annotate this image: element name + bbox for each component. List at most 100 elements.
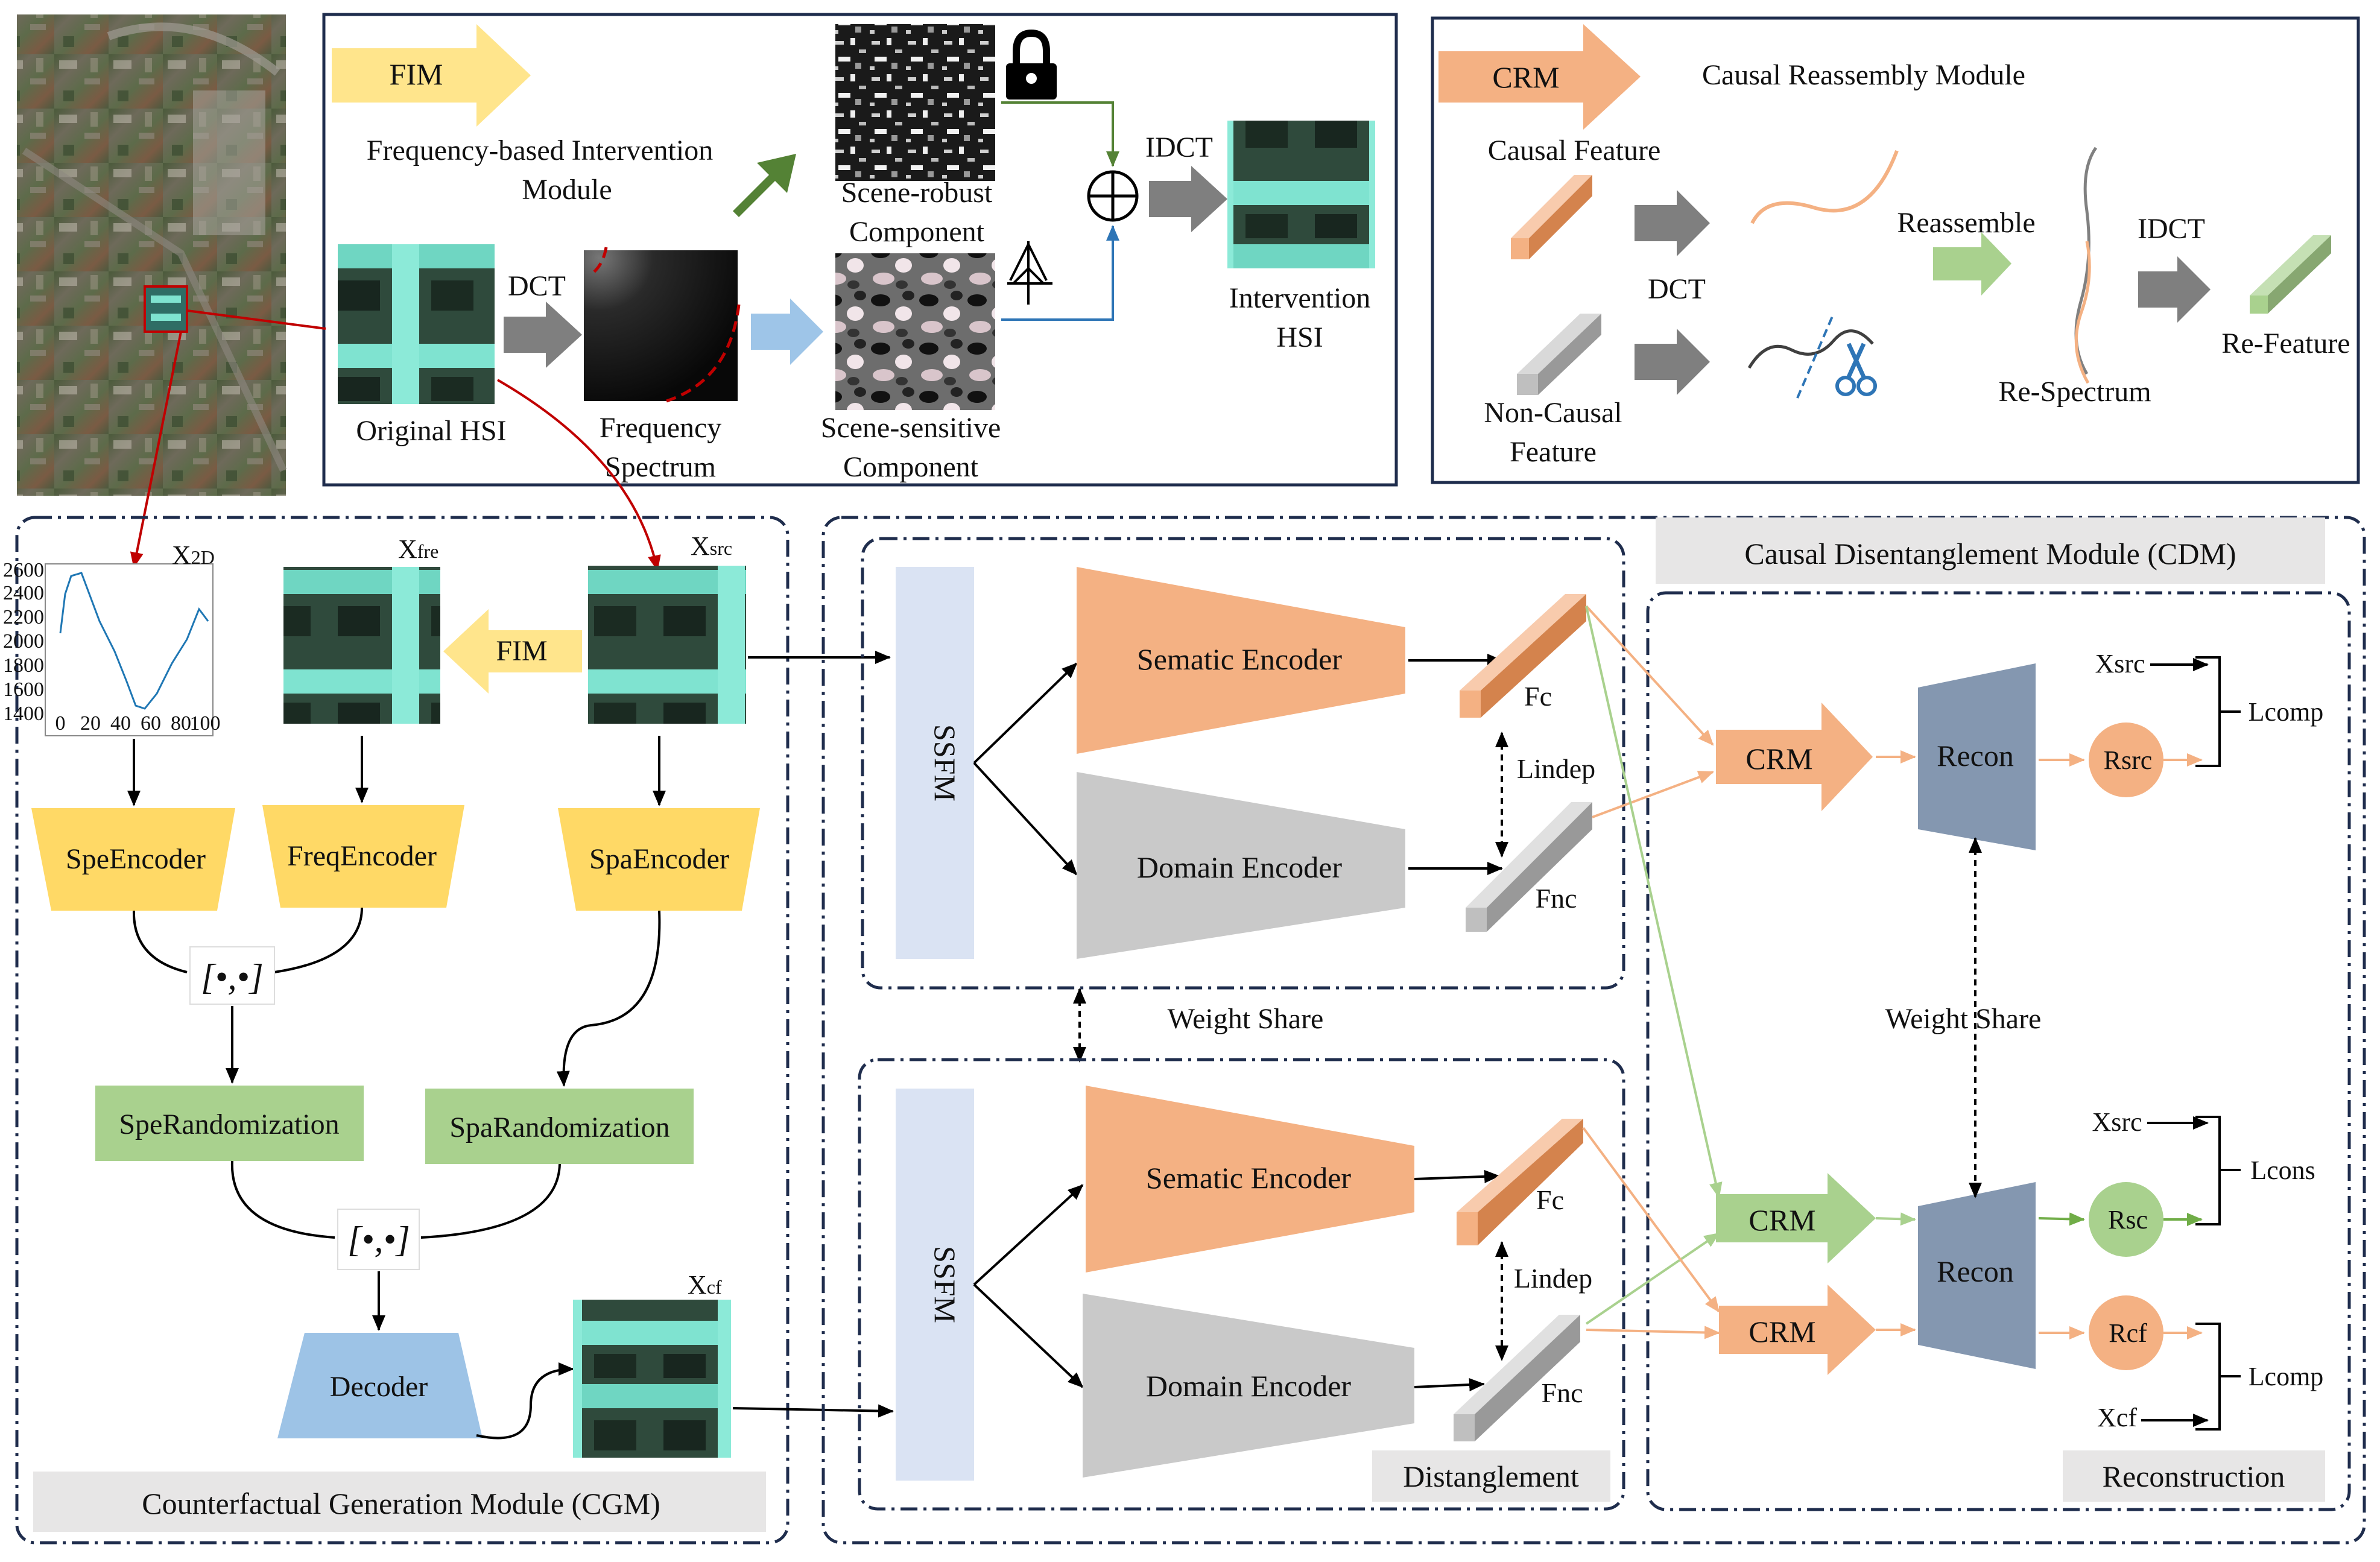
original-hsi-label: Original HSI — [356, 415, 506, 447]
crm-title: Causal Reassembly Module — [1702, 59, 2025, 91]
svg-text:2600: 2600 — [3, 559, 44, 581]
svg-text:SSFM: SSFM — [928, 724, 962, 802]
svg-text:2400: 2400 — [3, 582, 44, 604]
scene-robust-line1: Scene-robust — [841, 177, 993, 209]
svg-text:Domain Encoder: Domain Encoder — [1146, 1369, 1352, 1403]
intervention-hsi-line2: HSI — [1276, 321, 1323, 353]
noncausal-line1: Non-Causal — [1484, 397, 1622, 429]
refeature-label: Re-Feature — [2221, 327, 2350, 359]
crm-badge: CRM — [1438, 24, 1641, 130]
recon-bottom: Recon — [1918, 1182, 2036, 1369]
svg-text:40: 40 — [110, 712, 131, 735]
original-hsi-image — [338, 244, 495, 404]
respectrum-curve — [2074, 147, 2098, 375]
semantic-encoder-bottom: Sematic Encoder — [1086, 1086, 1414, 1273]
svg-text:CRM: CRM — [1749, 1203, 1815, 1237]
svg-text:FIM: FIM — [496, 635, 547, 667]
ssfm-bottom: SSFM — [896, 1089, 974, 1481]
intervention-hsi-line1: Intervention — [1229, 282, 1371, 314]
xsrc-image — [588, 566, 746, 724]
svg-text:2000: 2000 — [3, 630, 44, 653]
weight-share-label-right: Weight Share — [1885, 1003, 2042, 1035]
add-operator-icon — [1087, 170, 1139, 222]
spectrum-line — [59, 572, 209, 710]
semantic-encoder-top: Sematic Encoder — [1077, 567, 1405, 754]
svg-text:CRM: CRM — [1745, 742, 1812, 776]
xfre-image — [283, 567, 440, 724]
x2d-label: X2D — [172, 540, 215, 570]
svg-text:Rcf: Rcf — [2109, 1318, 2147, 1348]
cdm-title: Causal Disentanglement Module (CDM) — [1744, 537, 2236, 571]
fim-panel: FIM Frequency-based Intervention Module … — [322, 13, 1398, 487]
svg-text:0: 0 — [55, 712, 66, 735]
svg-text:100: 100 — [190, 712, 221, 735]
svg-text:IDCT: IDCT — [1145, 131, 1213, 163]
xsrc-label-top: Xsrc — [2095, 649, 2145, 678]
lindep-label-top: Lindep — [1517, 753, 1595, 784]
svg-text:SpaEncoder: SpaEncoder — [589, 843, 729, 875]
crm-panel: CRM Causal Reassembly Module Causal Feat… — [1431, 16, 2360, 484]
svg-text:1800: 1800 — [3, 654, 44, 677]
fnc-bar-top — [1466, 802, 1592, 932]
respectrum-label: Re-Spectrum — [1998, 376, 2151, 408]
svg-text:SpaRandomization: SpaRandomization — [449, 1111, 669, 1143]
crm-dct-label: DCT — [1648, 273, 1706, 305]
svg-text:CRM: CRM — [1492, 60, 1559, 94]
rsc-node: Rsc — [2089, 1182, 2163, 1257]
frequency-spectrum-line1: Frequency — [600, 412, 722, 444]
fc-label-bottom: Fc — [1536, 1184, 1564, 1215]
svg-text:Rsrc: Rsrc — [2104, 745, 2153, 775]
xcf-label: Xcf — [688, 1270, 722, 1300]
scene-sensitive-line2: Component — [843, 451, 979, 483]
svg-text:60: 60 — [141, 712, 161, 735]
cgm-module: 2600 2400 2200 2000 1800 1600 1400 0 20 … — [3, 516, 790, 1545]
scene-robust-image — [835, 24, 995, 181]
spe-encoder: SpeEncoder — [31, 808, 235, 911]
recon-top: Recon — [1918, 663, 2036, 850]
svg-text:[•,•]: [•,•] — [201, 957, 264, 997]
crm-idct-label: IDCT — [2138, 213, 2205, 245]
lock-icon — [1006, 29, 1057, 100]
lindep-label-bottom: Lindep — [1514, 1263, 1592, 1294]
fim-badge: FIM — [332, 24, 531, 127]
xsrc-label-mid: Xsrc — [2092, 1107, 2142, 1137]
freq-encoder: FreqEncoder — [262, 805, 464, 908]
fnc-label-top: Fnc — [1536, 883, 1577, 914]
selection-box — [144, 285, 188, 333]
svg-text:2200: 2200 — [3, 606, 44, 628]
cgm-fim-arrow: FIM — [443, 609, 582, 694]
svg-text:Recon: Recon — [1937, 1254, 2014, 1288]
fnc-bar-bottom — [1454, 1315, 1580, 1441]
svg-text:DCT: DCT — [508, 270, 566, 302]
scene-sensitive-line1: Scene-sensitive — [821, 412, 1001, 444]
svg-text:SpeEncoder: SpeEncoder — [66, 843, 206, 875]
frequency-spectrum-image — [584, 250, 738, 401]
fc-bar-bottom — [1457, 1119, 1583, 1245]
rsrc-node: Rsrc — [2089, 723, 2163, 797]
cgm-title: Counterfactual Generation Module (CGM) — [142, 1487, 660, 1520]
fnc-label-bottom: Fnc — [1542, 1377, 1583, 1408]
reassemble-label: Reassemble — [1897, 207, 2035, 239]
svg-text:80: 80 — [171, 712, 191, 735]
causal-spectrum-curve — [1750, 150, 1899, 224]
lcomp-label-bottom: Lcomp — [2249, 1362, 2324, 1391]
dct-arrow: DCT — [504, 270, 582, 368]
causal-feature-label: Causal Feature — [1488, 134, 1661, 166]
scene-sensitive-image — [835, 253, 995, 410]
xfre-label: Xfre — [398, 534, 438, 564]
crm-idct-arrow — [2138, 256, 2211, 323]
svg-text:Sematic Encoder: Sematic Encoder — [1137, 642, 1342, 676]
cdm-module: Causal Disentanglement Module (CDM) SSFM… — [821, 516, 2366, 1545]
intervention-hsi-image — [1227, 121, 1375, 268]
svg-text:SSFM: SSFM — [928, 1246, 962, 1323]
lcomp-label-top: Lcomp — [2249, 697, 2324, 727]
scissors-icon — [1835, 343, 1877, 396]
svg-text:Domain Encoder: Domain Encoder — [1137, 850, 1343, 884]
crm-block-mid: CRM — [1716, 1173, 1876, 1263]
causal-feature-bar-icon — [1511, 175, 1592, 259]
domain-encoder-top: Domain Encoder — [1077, 772, 1405, 959]
disentanglement-label: Distanglement — [1403, 1459, 1579, 1493]
svg-text:FIM: FIM — [390, 57, 443, 91]
noncausal-feature-bar-icon — [1517, 314, 1601, 395]
